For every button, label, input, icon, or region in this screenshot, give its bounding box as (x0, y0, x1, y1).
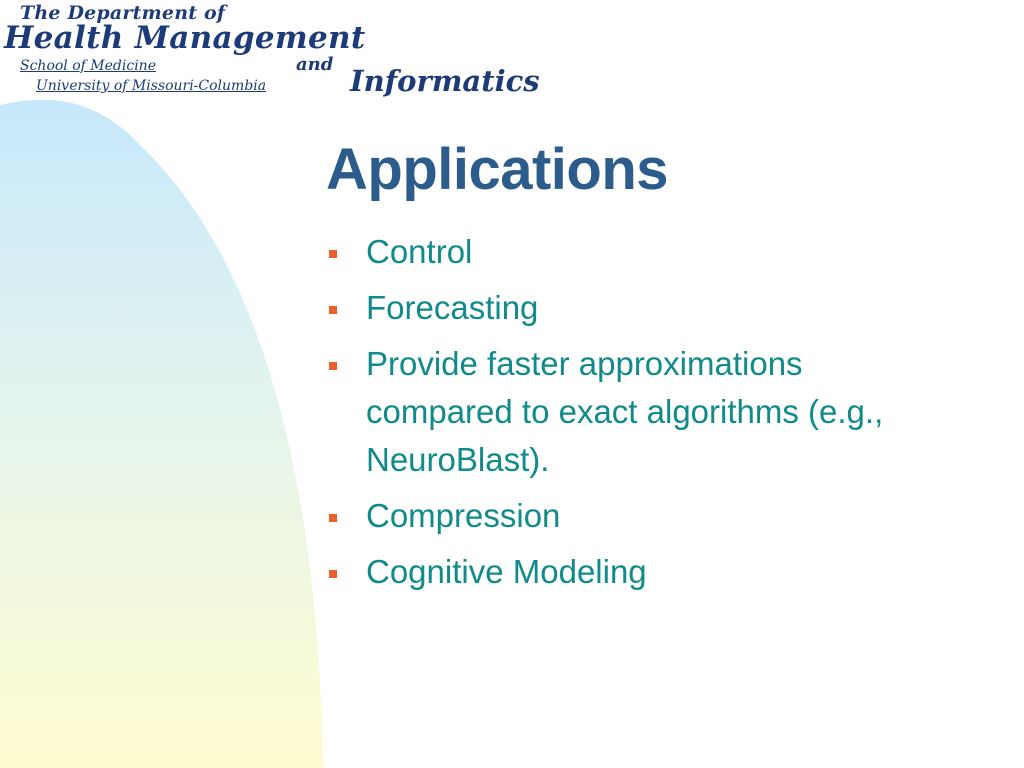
logo-line-informatics: Informatics (350, 64, 540, 98)
square-bullet-icon (329, 570, 337, 578)
bullet-text: Compression (366, 497, 561, 534)
logo-line-department: The Department of (20, 2, 226, 24)
square-bullet-icon (329, 250, 337, 258)
bullet-item: Forecasting (326, 284, 926, 332)
logo-line-university: University of Missouri-Columbia (36, 78, 267, 94)
logo-conjunction: and (296, 54, 334, 75)
logo-line-school: School of Medicine (20, 58, 156, 74)
bullet-item: Provide faster approximations compared t… (326, 340, 926, 484)
bullet-item: Compression (326, 492, 926, 540)
department-logo: The Department of Health Management Scho… (0, 0, 600, 100)
bullet-text: Cognitive Modeling (366, 553, 647, 590)
gradient-arc-shape (0, 99, 323, 768)
square-bullet-icon (329, 306, 337, 314)
bullet-text: Provide faster approximations compared t… (366, 345, 884, 478)
logo-line-health-management: Health Management (4, 20, 366, 56)
square-bullet-icon (329, 362, 337, 370)
bullet-item: Control (326, 228, 926, 276)
bullet-text: Forecasting (366, 289, 539, 326)
bullet-item: Cognitive Modeling (326, 548, 926, 596)
square-bullet-icon (329, 514, 337, 522)
bullet-text: Control (366, 233, 473, 270)
slide-title: Applications (326, 137, 669, 202)
bullet-list: Control Forecasting Provide faster appro… (326, 228, 926, 604)
